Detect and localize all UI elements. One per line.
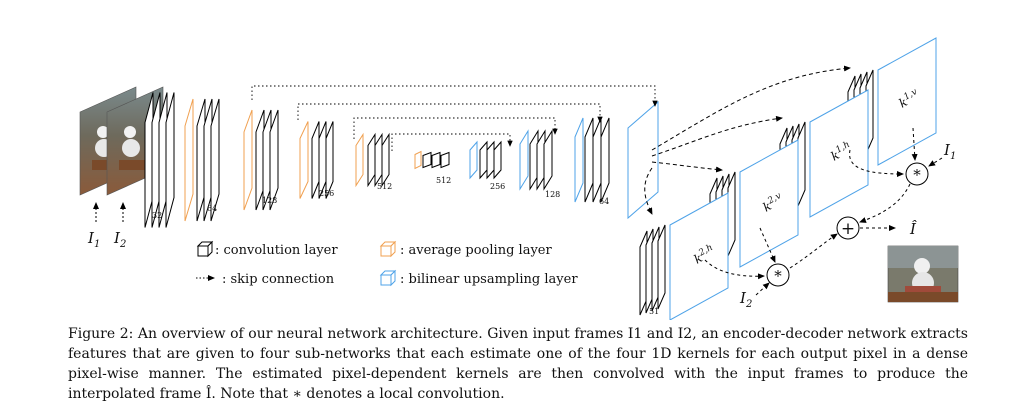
kernel-output-plane [809, 89, 869, 218]
channel-label-128-dec: 128 [545, 190, 560, 199]
convolution-layer [318, 121, 327, 199]
kernel-output-plane [739, 139, 799, 268]
convolution-layer [325, 121, 334, 199]
skip-connection [251, 85, 658, 107]
convolution-layer [374, 132, 383, 188]
pooling-layer [184, 98, 194, 222]
local-convolution-op-2: * [766, 263, 790, 287]
svg-text:+: + [841, 219, 855, 239]
encoder-network [144, 92, 659, 228]
arrow-to-k2h-net [644, 167, 653, 215]
channel-label-32: 32 [152, 211, 162, 220]
skip-connection [353, 117, 558, 139]
kernel-output-plane [669, 192, 729, 320]
convolution-layer [422, 151, 432, 169]
legend: : convolution layer : average pooling la… [196, 240, 578, 287]
channel-labels: 32 64 128 256 512 512 256 128 64 51 [152, 176, 659, 316]
convolution-layer [165, 92, 175, 228]
side-input-i2: I2 [739, 289, 752, 310]
convolution-layer [493, 140, 502, 180]
legend-skip-label: : skip connection [222, 272, 335, 287]
channel-label-256: 256 [319, 189, 334, 198]
legend-conv-label: : convolution layer [215, 243, 338, 258]
upsampling-layer [627, 100, 659, 220]
convolution-layer [486, 140, 495, 180]
convolution-layer [600, 117, 610, 203]
pooling-layer [355, 132, 364, 188]
legend-up-icon [379, 269, 397, 287]
output-frame-image [887, 245, 959, 303]
arrow-to-k2v-net [651, 161, 723, 173]
convolution-layer [543, 129, 553, 191]
k2v-subnetwork [709, 139, 799, 268]
convolution-layer [727, 171, 736, 257]
legend-pool-label: : average pooling layer [400, 243, 552, 258]
local-convolution-op-1: * [905, 162, 929, 186]
pooling-layer [299, 121, 309, 199]
convolution-layer [440, 151, 450, 169]
kernel-output-plane [877, 37, 937, 166]
input-label-i2: I2 [113, 229, 126, 250]
channel-label-256-dec: 256 [490, 182, 505, 191]
convolution-layer [311, 121, 320, 199]
upsampling-layer [574, 117, 584, 203]
skip-connection [391, 133, 513, 151]
convolution-layer [381, 132, 390, 188]
sum-op: + [836, 216, 860, 240]
channel-label-64: 64 [207, 204, 217, 213]
k2h-subnetwork [639, 192, 729, 320]
figure-caption: Figure 2: An overview of our neural netw… [68, 326, 968, 402]
legend-pool-icon [379, 240, 397, 258]
pooling-layer [414, 150, 422, 170]
legend-up-label: : bilinear upsampling layer [400, 272, 578, 287]
convolution-layer [431, 151, 441, 169]
operation-arrows [704, 127, 943, 296]
channel-label-51: 51 [649, 307, 659, 316]
convolution-layer [269, 109, 279, 211]
convolution-layer [657, 224, 666, 310]
convolution-layer [367, 132, 376, 188]
arrow-to-k1h-net [651, 115, 783, 157]
channel-label-128: 128 [262, 196, 277, 205]
pooling-layer [243, 109, 253, 211]
upsampling-layer [519, 129, 529, 191]
skip-connection [297, 103, 603, 123]
convolution-layer [584, 117, 594, 203]
channel-label-512-bottleneck: 512 [436, 176, 451, 185]
convolution-layer [479, 140, 488, 180]
arrow-to-k1v-net [651, 65, 851, 151]
svg-text:*: * [774, 267, 782, 285]
convolution-layer [210, 98, 220, 222]
input-label-i1: I1 [87, 229, 100, 250]
legend-conv-icon [196, 240, 214, 258]
architecture-diagram: I1 I2 32 64 128 256 512 512 256 128 64 5… [79, 37, 959, 320]
skip-connections [251, 85, 658, 151]
subnetwork-arrows [644, 65, 851, 215]
convolution-layer [797, 121, 806, 207]
channel-label-64-dec: 64 [599, 197, 609, 206]
side-input-i1: I1 [943, 141, 956, 162]
channel-label-512: 512 [377, 182, 392, 191]
convolution-layer [592, 117, 602, 203]
svg-text:*: * [913, 166, 921, 184]
kernel-subnetworks [639, 37, 937, 320]
output-label: Î [909, 220, 917, 238]
upsampling-layer [469, 140, 478, 180]
